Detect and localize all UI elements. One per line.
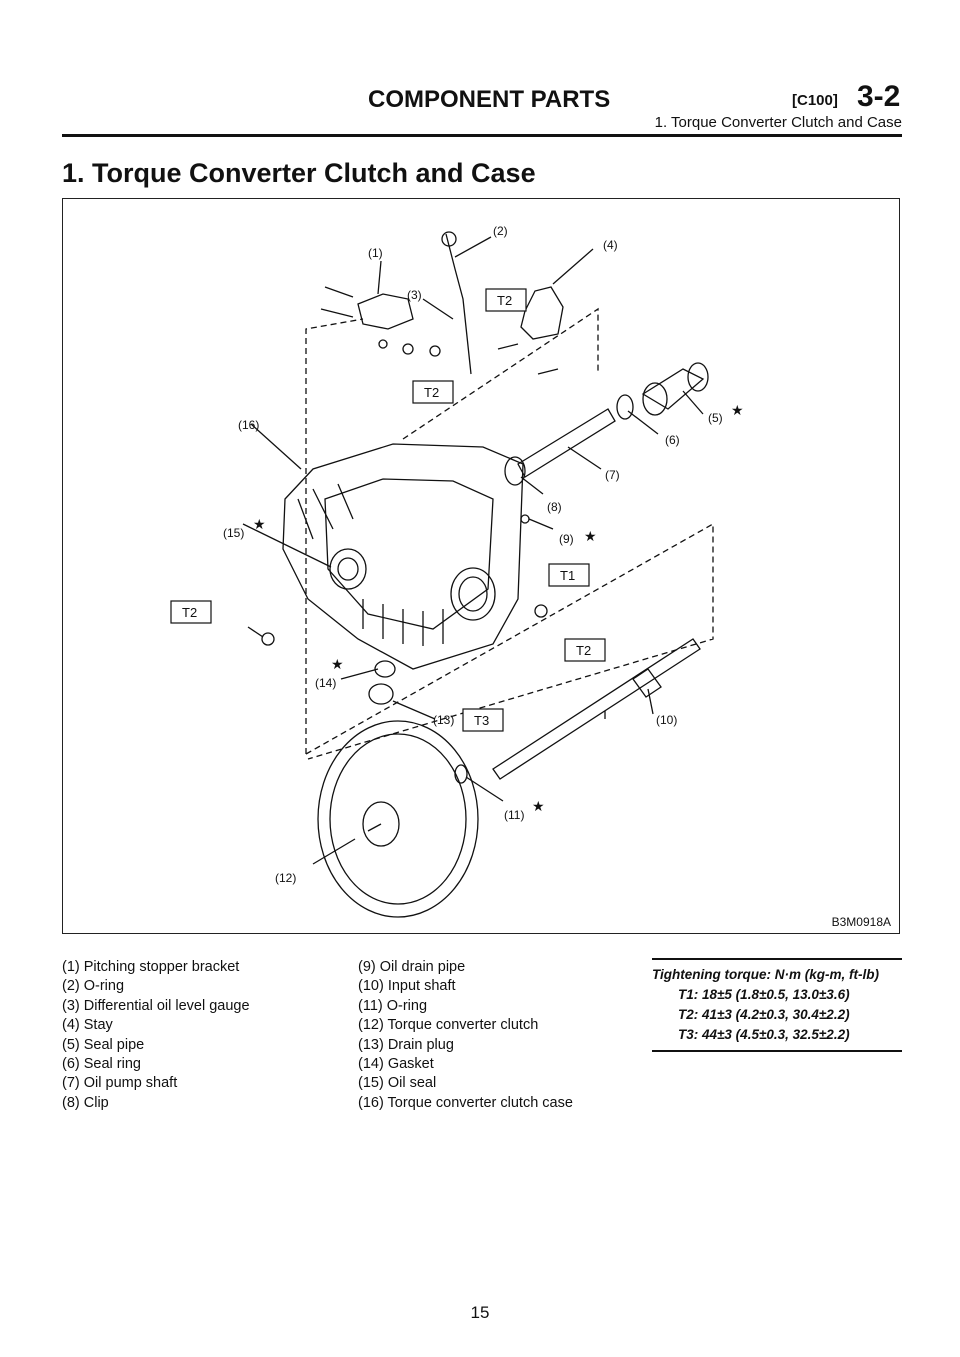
legend-item: (14) Gasket [358, 1056, 434, 1073]
label-3: (3) [407, 288, 422, 302]
legend-item: (4) Stay [62, 1017, 113, 1034]
drain-plug-shape [368, 683, 394, 705]
label-16: (16) [238, 418, 259, 432]
bracket-bolts [320, 286, 354, 318]
label-1: (1) [368, 246, 383, 260]
header-title: COMPONENT PARTS [368, 86, 611, 113]
header-rule [62, 134, 902, 137]
label-4: (4) [603, 238, 618, 252]
star-icon: ★ [253, 517, 266, 533]
torque-item: T2: 41±3 (4.2±0.3, 30.4±2.2) [678, 1007, 850, 1022]
header-code: [C100] [792, 92, 838, 109]
torque-item: T1: 18±5 (1.8±0.5, 13.0±3.6) [678, 987, 850, 1002]
seal-pipe-shape [641, 368, 705, 410]
exploded-view-figure: (1) (2) (3) (4) (5) (6) (7) (8) (9) (10)… [62, 198, 900, 934]
torque-title: Tightening torque: N·m (kg-m, ft-lb) [652, 967, 879, 982]
figure-code: B3M0918A [831, 915, 891, 929]
label-9: (9) [559, 532, 574, 546]
case-inner [324, 478, 494, 630]
legend-item: (13) Drain plug [358, 1036, 454, 1053]
label-6: (6) [665, 433, 680, 447]
clip-shape [504, 456, 526, 486]
star-icon: ★ [584, 529, 597, 545]
dash-frame-right [305, 522, 714, 760]
torque-rule-bottom [652, 1050, 902, 1052]
legend-item: (7) Oil pump shaft [62, 1075, 178, 1092]
legend-item: (9) Oil drain pipe [358, 959, 466, 975]
dash-frame-top [402, 307, 599, 440]
legend-item: (2) O-ring [62, 978, 125, 995]
page-number: 15 [470, 1303, 490, 1322]
label-5: (5) [708, 411, 723, 425]
dash-frame-left [305, 318, 364, 754]
legend-item: (1) Pitching stopper bracket [62, 959, 240, 975]
torque-item: T3: 44±3 (4.5±0.3, 32.5±2.2) [678, 1027, 850, 1042]
gauge-shape [445, 233, 472, 375]
case-fins [362, 599, 444, 646]
torque-converter-shape [317, 720, 479, 918]
label-2: (2) [493, 224, 508, 238]
legend-item: (12) Torque converter clutch [358, 1017, 539, 1034]
tag-t1: T1 [560, 568, 575, 583]
legend-item: (15) Oil seal [358, 1075, 437, 1092]
legend-item: (3) Differential oil level gauge [62, 997, 250, 1014]
label-15: (15) [223, 526, 244, 540]
label-12: (12) [275, 871, 296, 885]
legend-item: (16) Torque converter clutch case [358, 1094, 573, 1111]
tag-t2: T2 [576, 643, 591, 658]
label-14: (14) [315, 676, 336, 690]
tag-t2: T2 [497, 293, 512, 308]
star-icon: ★ [331, 657, 344, 673]
legend-item: (10) Input shaft [358, 978, 456, 995]
legend-item: (6) Seal ring [62, 1056, 141, 1073]
legend-left-column: (1) Pitching stopper bracket (2) O-ring … [62, 958, 250, 1113]
exploded-view-drawing: (1) (2) (3) (4) (5) (6) (7) (8) (9) (10)… [170, 224, 744, 918]
pump-shaft-shape [517, 408, 616, 478]
label-11: (11) [504, 808, 524, 822]
gasket-shape [374, 660, 396, 678]
star-icon: ★ [731, 403, 744, 419]
header-chapter: 3-2 [857, 80, 901, 113]
tag-t2: T2 [182, 605, 197, 620]
label-7: (7) [605, 468, 620, 482]
legend-item: (8) Clip [62, 1094, 109, 1111]
legend-middle-column: (9) Oil drain pipe (10) Input shaft (11)… [358, 958, 573, 1113]
legend-item: (5) Seal pipe [62, 1036, 145, 1053]
oring-shape [454, 764, 468, 784]
tag-t3: T3 [474, 713, 489, 728]
case-bore [450, 567, 496, 621]
label-8: (8) [547, 500, 562, 514]
tag-t2: T2 [424, 385, 439, 400]
input-shaft-shape [492, 638, 701, 780]
seal-ring-shape [616, 394, 634, 420]
case-outline [282, 443, 524, 670]
header-subtitle: 1. Torque Converter Clutch and Case [654, 114, 902, 131]
drain-pipe-shape [520, 514, 530, 524]
section-title: 1. Torque Converter Clutch and Case [62, 158, 536, 188]
bracket-shape [357, 293, 414, 330]
label-10: (10) [656, 713, 677, 727]
tightening-torque-box: Tightening torque: N·m (kg-m, ft-lb) T1:… [652, 958, 902, 1052]
star-icon: ★ [532, 799, 545, 815]
label-13: (13) [433, 713, 454, 727]
torque-rule-top [652, 958, 902, 960]
oil-seal-shape [329, 548, 367, 590]
legend-item: (11) O-ring [358, 997, 428, 1014]
stay-shape [520, 286, 564, 340]
